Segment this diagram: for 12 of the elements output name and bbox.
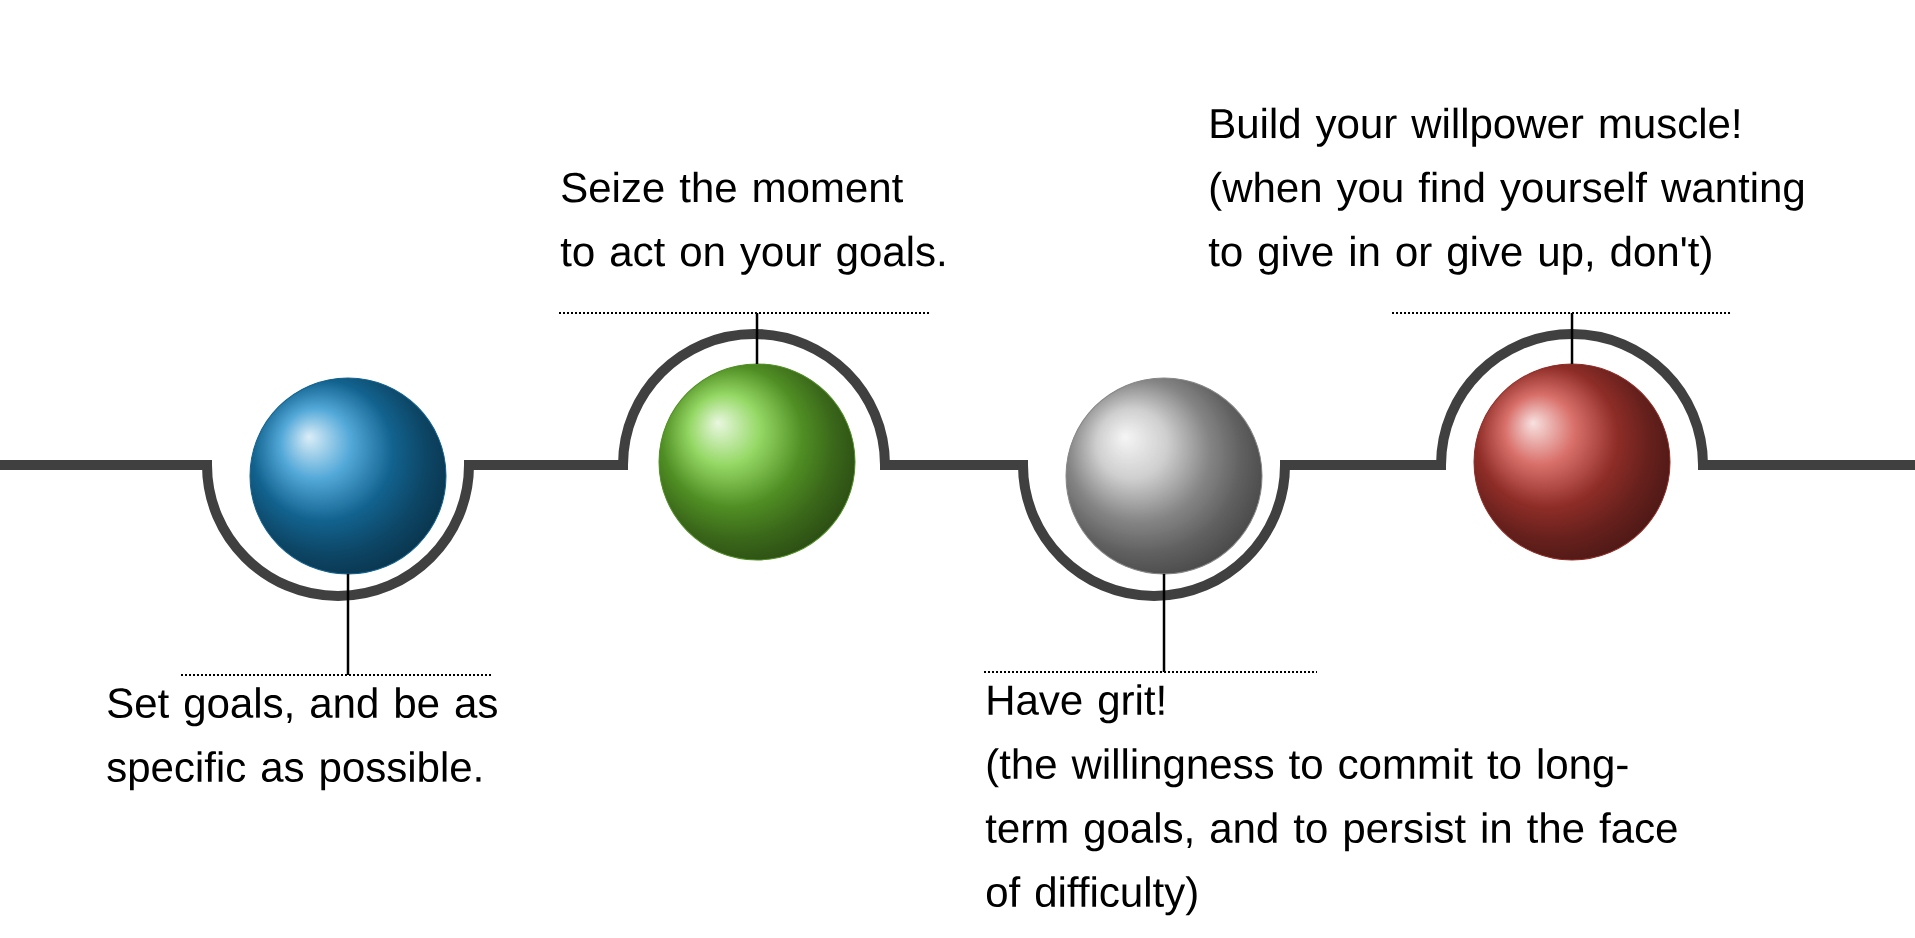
step-text: Seize the moment to act on your goals.	[560, 171, 944, 275]
step-text: Set goals, and be as specific as possible.	[107, 687, 497, 791]
leader-line	[1162, 574, 1166, 672]
step-text: Have grit! (the willingness to commit to long-term goals, and to persist in the face of difficulty)	[985, 684, 1677, 916]
leader-line	[346, 574, 350, 675]
leader-line	[755, 313, 759, 364]
step-text: Build your willpower muscle! (when you find yourself wanting to give in or give up, don't)	[1208, 107, 1804, 275]
glossy-sphere	[249, 377, 447, 575]
glossy-sphere	[1065, 377, 1263, 575]
leader-line	[1570, 313, 1574, 364]
glossy-sphere	[658, 363, 856, 561]
glossy-sphere	[1473, 363, 1671, 561]
